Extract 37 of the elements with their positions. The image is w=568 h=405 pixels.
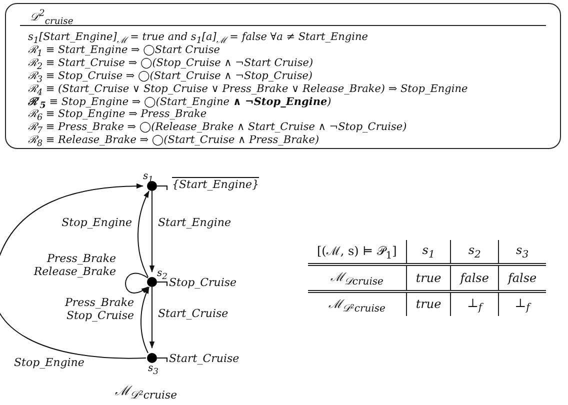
state-label: s$_{1}$ [143,171,154,185]
state-label: s$_{2}$ [157,268,168,282]
table-cell: ℳ$_{𝒟²cruise}$ [308,291,406,316]
table-cell: true [406,264,451,292]
column-header: s$_{2}$ [450,240,498,265]
table-cell: false [498,264,546,292]
proposition-label: {Start_Engine} [172,178,259,191]
state-node [143,171,159,191]
formula-line: ℛ$_{1}$ ≡ Start_Engine ⇒ ◯Start Cruise [28,44,220,59]
diagram-caption: ℳ$_{𝒟²cruise}$ [115,383,177,402]
arrow [149,286,155,348]
arrow [140,286,150,354]
edge-label: Start_Engine [158,216,231,229]
state-label: s$_{3}$ [148,363,158,377]
proposition-label: Stop_Cruise [169,276,237,289]
arrow [149,190,155,272]
arrow [125,272,148,294]
state-node [146,352,160,374]
table-cell: false [450,264,498,292]
formula-line: ℛ$_{8}$ ≡ Release_Brake ⇒ ◯(Start_Cruise ∧ Press_Brake) [28,134,320,152]
column-header: [(ℳ, s) ⊨ 𝒫$_{1}$] [308,240,406,265]
column-header: s$_{3}$ [498,240,546,265]
arrow [138,190,150,278]
arrow [0,184,146,359]
state-node [147,268,165,288]
edge-label: Start_Cruise [158,307,228,320]
formula-line: s$_{1}$[Start_Engine]$_{ℳ}$ = true and s$_{1}$[a]$_{ℳ}$ = false ∀a ≠ Start_Engine [28,31,368,46]
table-cell: ⊥$_{f}$ [450,291,498,316]
formula-line: ℛ$_{3}$ ≡ Stop_Cruise ⇒ ◯(Start_Cruise ∧ ¬Stop_Cruise) [28,70,313,85]
formula-line: ℛ$_{2}$ ≡ Start_Cruise ⇒ ◯(Stop_Cruise ∧ ¬Start Cruise) [28,56,314,72]
column-header: s$_{1}$ [406,240,451,265]
table-cell: ℳ$_{𝒟cruise}$ [308,264,406,292]
table-cell: ⊥$_{f}$ [498,291,546,316]
proposition-label: Start_Cruise [169,352,240,365]
formula-line: ℛ$_{4}$ ≡ (Start_Cruise ∨ Stop_Cruise ∨ Press_Brake ∨ Release_Brake) ⇒ Stop_Engine [28,82,468,98]
edge-label: Stop_Engine [14,356,84,369]
table-cell: true [406,291,451,316]
